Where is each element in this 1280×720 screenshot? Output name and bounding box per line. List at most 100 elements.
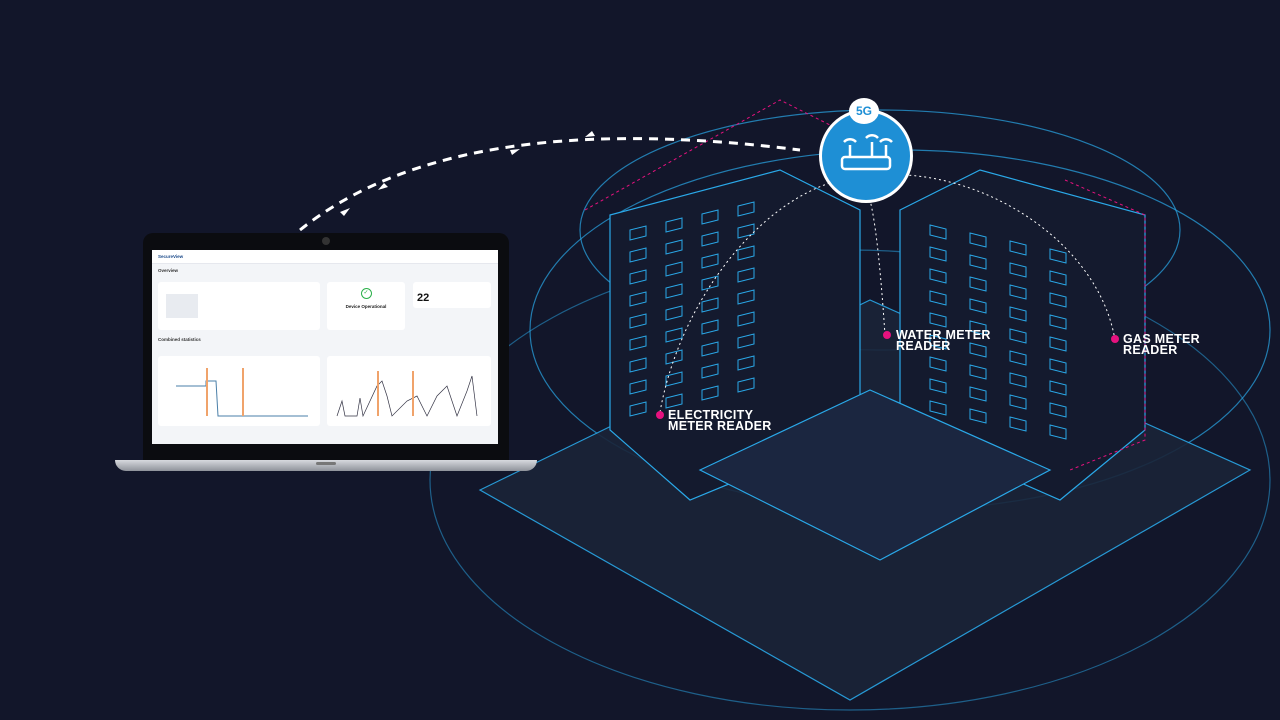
label-line: ELECTRICITY (668, 408, 754, 422)
label-line: READER (896, 339, 951, 353)
window (969, 364, 987, 380)
status-card: ✓ Device Operational (327, 282, 405, 330)
window (737, 333, 755, 349)
window (665, 349, 683, 365)
router-wifi-icon (840, 134, 893, 171)
window (1049, 336, 1067, 352)
window (701, 231, 719, 247)
laptop-base (115, 460, 537, 471)
window (701, 275, 719, 291)
window (969, 254, 987, 270)
water-marker (883, 331, 891, 339)
window (1009, 284, 1027, 300)
brand-logo: SecureView (158, 254, 184, 259)
window (629, 401, 647, 417)
window (629, 335, 647, 351)
window (969, 320, 987, 336)
window (929, 268, 947, 284)
window (1009, 394, 1027, 410)
label-line: METER READER (668, 419, 772, 433)
window (737, 289, 755, 305)
window (969, 232, 987, 248)
window (629, 225, 647, 241)
window (929, 312, 947, 328)
window (665, 283, 683, 299)
window (1049, 314, 1067, 330)
window (629, 291, 647, 307)
window (929, 246, 947, 262)
window (629, 247, 647, 263)
laptop-notch (316, 462, 336, 465)
window (1049, 248, 1067, 264)
image-placeholder-icon (166, 294, 198, 318)
window (1009, 306, 1027, 322)
window (929, 378, 947, 394)
overview-heading: Overview (158, 268, 179, 273)
window (629, 357, 647, 373)
metric-card: 22 (413, 282, 491, 308)
window (701, 363, 719, 379)
window (1009, 372, 1027, 388)
window (1049, 270, 1067, 286)
electricity-marker (656, 411, 664, 419)
hourly-chart (327, 356, 491, 426)
window (1049, 424, 1067, 440)
window (701, 209, 719, 225)
window (737, 377, 755, 393)
window (969, 408, 987, 424)
metric-value: 22 (417, 292, 430, 304)
window (929, 400, 947, 416)
window (1009, 262, 1027, 278)
window (1049, 358, 1067, 374)
window (929, 356, 947, 372)
window (629, 379, 647, 395)
dashboard-header: SecureView (152, 250, 498, 264)
window (929, 290, 947, 306)
check-circle-icon: ✓ (360, 288, 372, 299)
window (665, 327, 683, 343)
window (701, 297, 719, 313)
window (701, 341, 719, 357)
window (629, 269, 647, 285)
window (1009, 350, 1027, 366)
usage-chart (158, 356, 320, 426)
window (665, 239, 683, 255)
window (737, 201, 755, 217)
label-line: WATER METER (896, 328, 991, 342)
window (1009, 240, 1027, 256)
window (701, 319, 719, 335)
window (1049, 292, 1067, 308)
window (969, 386, 987, 402)
window (1049, 380, 1067, 396)
window (665, 371, 683, 387)
webcam-icon (322, 237, 330, 245)
window (737, 311, 755, 327)
label-line: READER (1123, 343, 1178, 357)
window (665, 305, 683, 321)
window (1009, 416, 1027, 432)
5g-badge: 5G (849, 98, 879, 124)
window (737, 267, 755, 283)
window (665, 217, 683, 233)
dashboard-screen: SecureView Overview ✓ Device Operational… (152, 250, 498, 444)
gas-marker (1111, 335, 1119, 343)
window (929, 224, 947, 240)
window (665, 261, 683, 277)
window (737, 223, 755, 239)
window (969, 342, 987, 358)
window (665, 393, 683, 409)
label-line: GAS METER (1123, 332, 1201, 346)
window (969, 276, 987, 292)
window (737, 245, 755, 261)
window (701, 385, 719, 401)
window (1009, 328, 1027, 344)
status-text: Device Operational (345, 304, 387, 309)
window (929, 334, 947, 350)
stats-heading: Combined statistics (158, 337, 201, 342)
device-card[interactable] (158, 282, 320, 330)
window (701, 253, 719, 269)
